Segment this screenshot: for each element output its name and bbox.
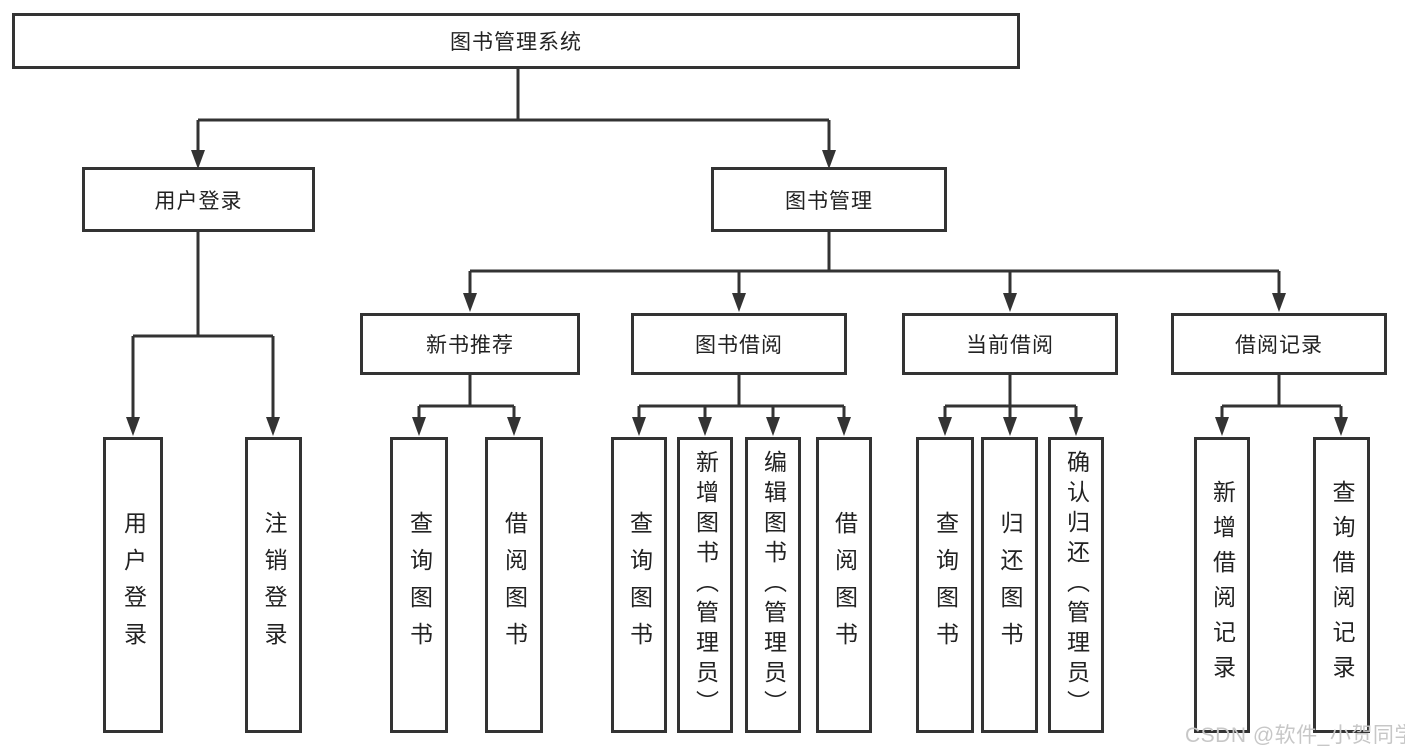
node-new-book-recommendation: 新书推荐 xyxy=(360,313,580,375)
leaf-label: 查询借阅记录 xyxy=(1329,480,1355,690)
node-current-borrowing: 当前借阅 xyxy=(902,313,1118,375)
leaf-query-books-borrowing: 查询图书 xyxy=(611,437,667,733)
node-book-management: 图书管理 xyxy=(711,167,947,232)
leaf-logout: 注销登录 xyxy=(245,437,302,733)
leaf-label: 新增借阅记录 xyxy=(1209,480,1236,690)
leaf-label: 确认归还（管理员） xyxy=(1063,450,1090,720)
leaf-label: 查询图书 xyxy=(932,511,959,659)
leaf-add-books-admin: 新增图书（管理员） xyxy=(677,437,733,733)
watermark: CSDN @软件_小贺同学 xyxy=(1185,724,1405,747)
leaf-confirm-return-admin: 确认归还（管理员） xyxy=(1048,437,1104,733)
leaf-label: 注销登录 xyxy=(261,511,287,659)
leaf-borrow-books-borrowing: 借阅图书 xyxy=(816,437,872,733)
node-label: 图书管理 xyxy=(785,189,873,213)
node-label: 图书管理系统 xyxy=(450,31,582,54)
node-library-management-system: 图书管理系统 xyxy=(12,13,1020,69)
leaf-label: 借阅图书 xyxy=(831,511,858,659)
node-user-login: 用户登录 xyxy=(82,167,315,232)
leaf-query-books-recommend: 查询图书 xyxy=(390,437,448,733)
leaf-edit-books-admin: 编辑图书（管理员） xyxy=(745,437,801,733)
leaf-label: 编辑图书（管理员） xyxy=(760,450,787,720)
node-label: 当前借阅 xyxy=(966,334,1054,357)
leaf-return-books: 归还图书 xyxy=(981,437,1038,733)
node-label: 用户登录 xyxy=(154,189,243,213)
leaf-user-login: 用户登录 xyxy=(103,437,163,733)
node-book-borrowing: 图书借阅 xyxy=(631,313,847,375)
leaf-label: 查询图书 xyxy=(406,511,433,659)
leaf-label: 新增图书（管理员） xyxy=(692,450,719,720)
leaf-label: 归还图书 xyxy=(997,511,1023,659)
node-label: 借阅记录 xyxy=(1235,334,1323,357)
leaf-label: 查询图书 xyxy=(626,511,653,659)
leaf-query-borrow-record: 查询借阅记录 xyxy=(1313,437,1370,733)
leaf-label: 借阅图书 xyxy=(501,511,528,659)
node-label: 图书借阅 xyxy=(695,334,783,357)
leaf-query-books-current: 查询图书 xyxy=(916,437,974,733)
node-borrowing-records: 借阅记录 xyxy=(1171,313,1387,375)
node-label: 新书推荐 xyxy=(426,334,514,357)
leaf-label: 用户登录 xyxy=(120,511,147,659)
leaf-borrow-books-recommend: 借阅图书 xyxy=(485,437,543,733)
leaf-add-borrow-record: 新增借阅记录 xyxy=(1194,437,1250,733)
